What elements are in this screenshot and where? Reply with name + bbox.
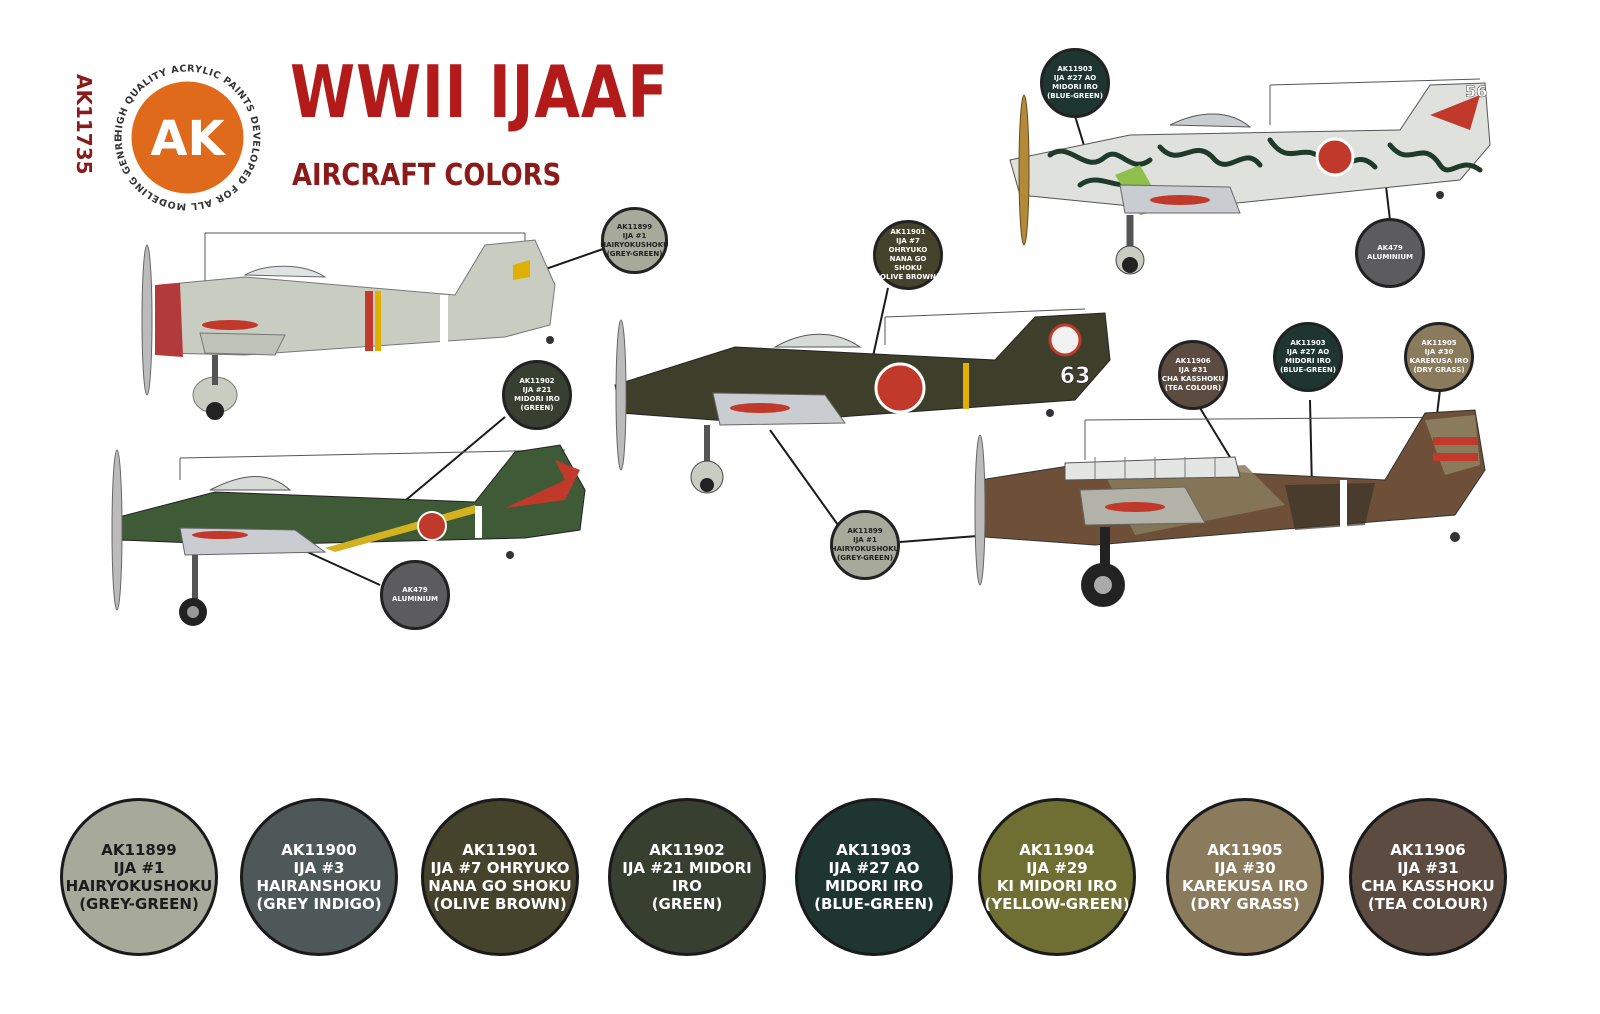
aircraft-ki61-camo: 56: [1009, 78, 1491, 275]
tail-number: 63: [1060, 364, 1091, 389]
aircraft-ki43-green: [111, 444, 586, 626]
aircraft-ki84-olive: 63: [614, 308, 1111, 494]
page-subtitle: AIRCRAFT COLORS: [292, 158, 562, 193]
logo-mark: AK: [150, 111, 226, 167]
page-title: WWII IJAAF: [290, 50, 669, 134]
tail-number: 56: [1465, 82, 1487, 101]
aircraft-ki51-camo: [974, 409, 1486, 607]
aircraft-ki27-grey: [141, 232, 556, 420]
ak-logo: HIGH QUALITY ACRYLIC PAINTS DEVELOPED FO…: [110, 60, 264, 214]
